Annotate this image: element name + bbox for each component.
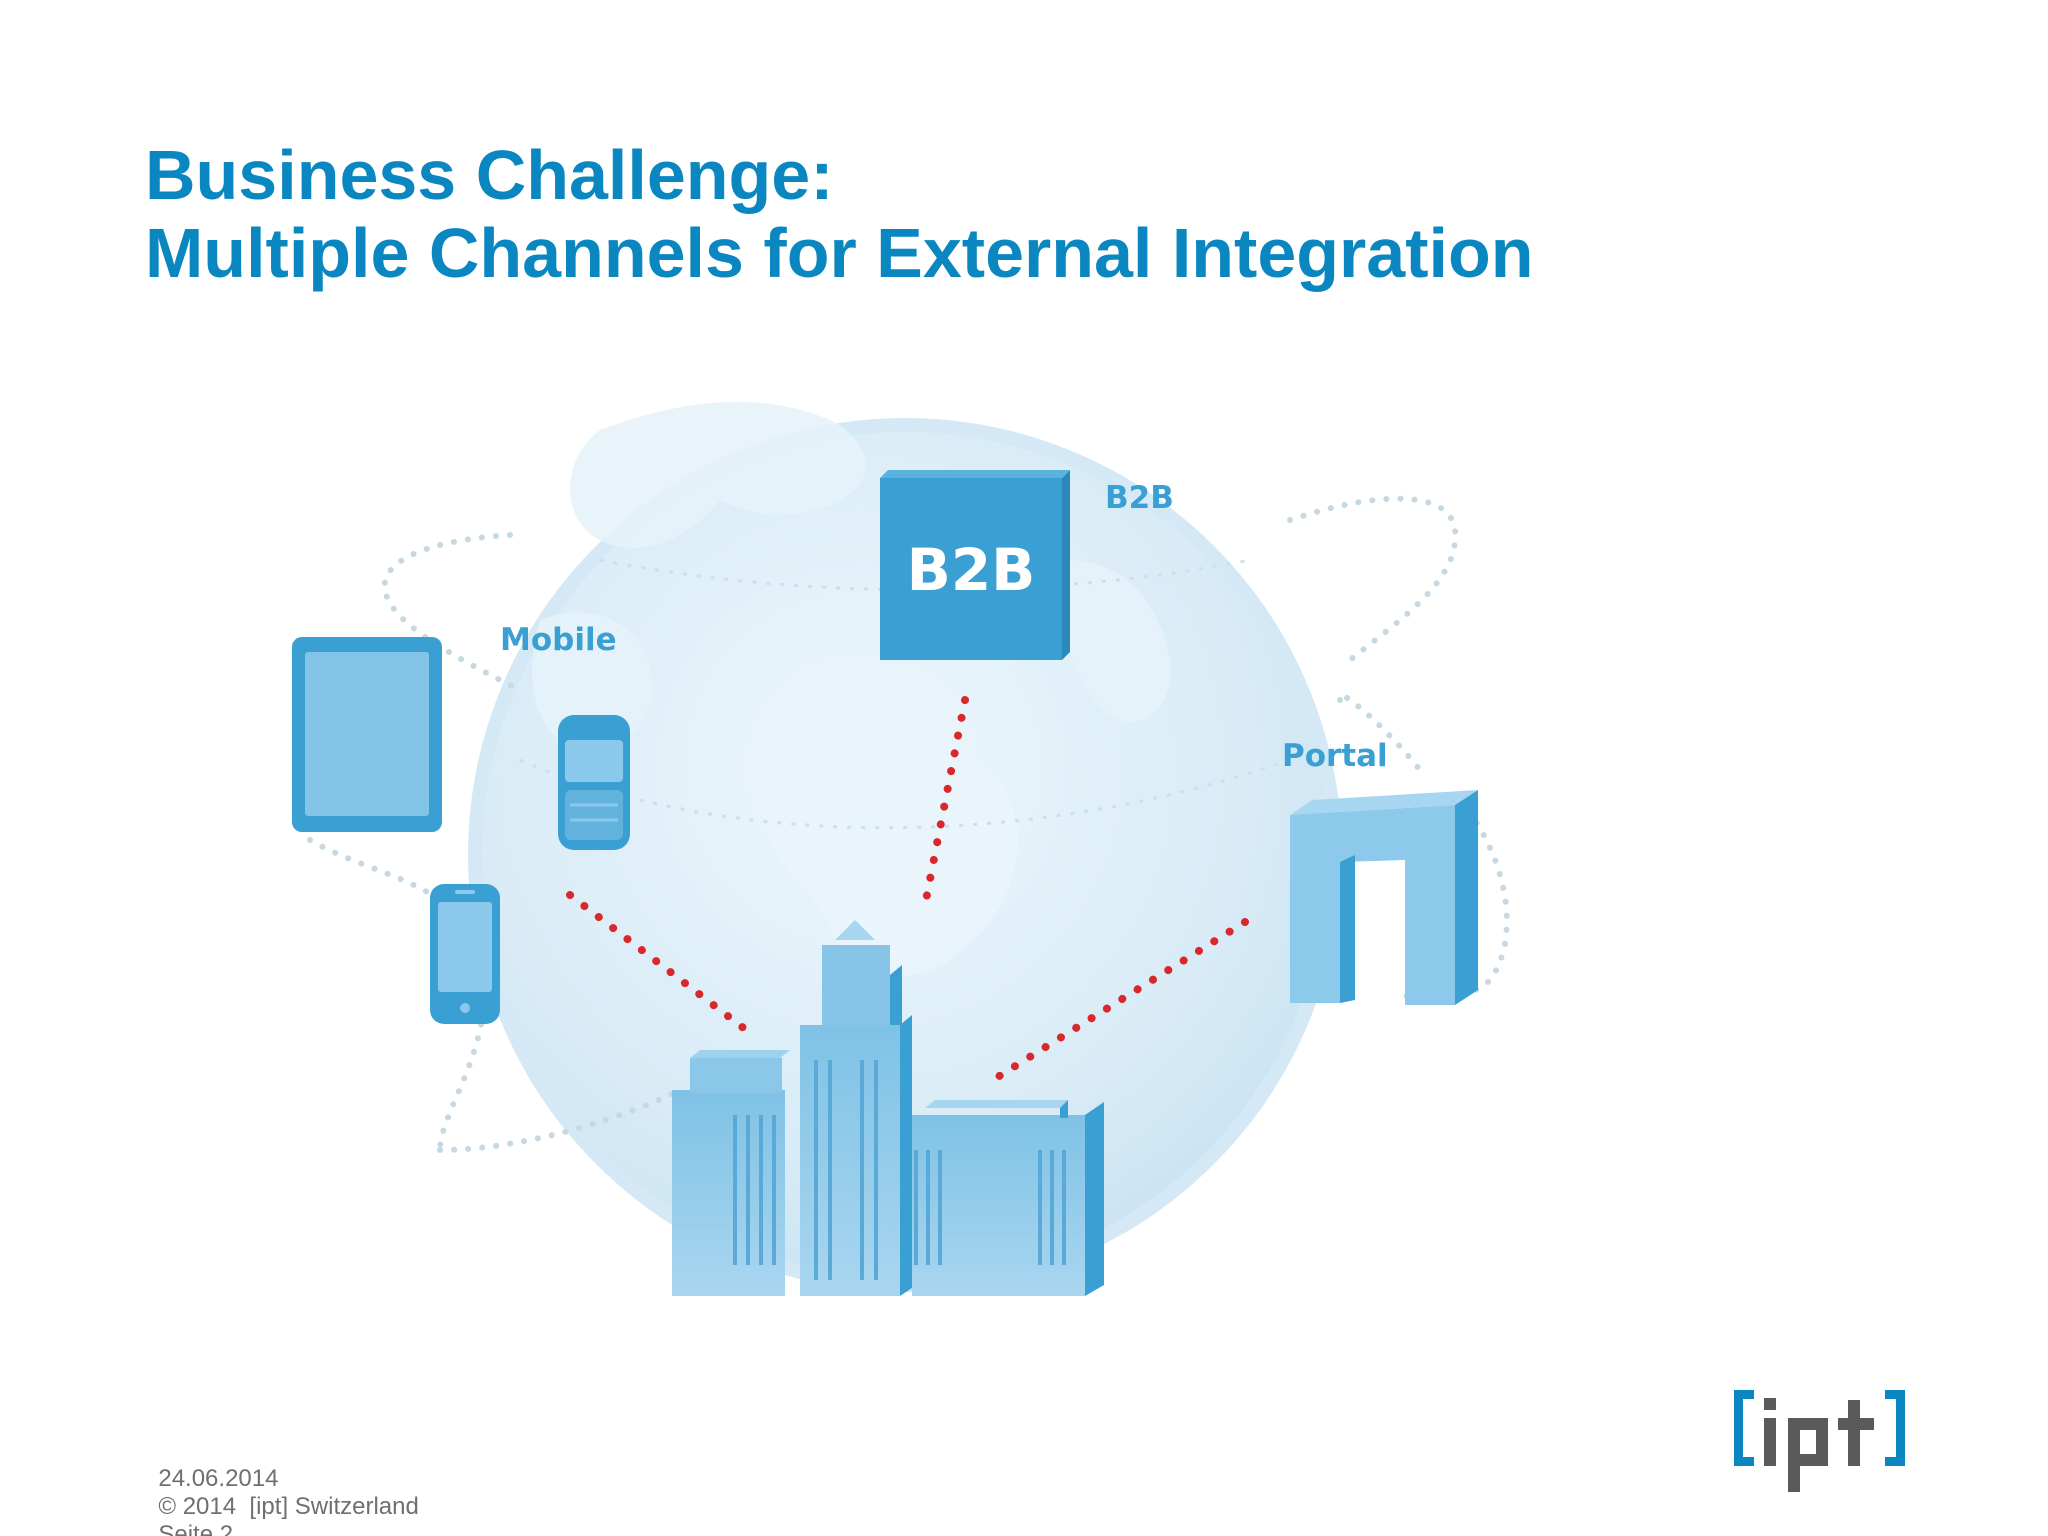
b2b-box-text: B2B (907, 536, 1036, 604)
footer-copyright: © 2014 [ipt] Switzerland (158, 1493, 419, 1520)
footer-page-number: Seite 2 (158, 1521, 234, 1536)
title-line-1: Business Challenge: (145, 136, 834, 214)
footer-date: 24.06.2014 (158, 1465, 279, 1492)
mobile-label: Mobile (500, 622, 617, 658)
b2b-box-icon (880, 470, 1070, 660)
connection-dots (566, 696, 1249, 1089)
b2b-label: B2B (1105, 480, 1174, 516)
tablet-icon (292, 637, 442, 832)
slide-title: Business Challenge: Multiple Channels fo… (145, 136, 1533, 292)
title-line-2: Multiple Channels for External Integrati… (145, 214, 1534, 292)
portal-gate-icon (1290, 790, 1478, 1005)
connector-mobile (566, 891, 754, 1037)
connector-b2b (921, 696, 969, 909)
ipt-logo (1734, 1390, 1905, 1492)
enterprise-buildings-icon (672, 920, 1104, 1296)
footer: 24.06.2014 © 2014 [ipt] Switzerland Seit… (145, 1437, 451, 1536)
smartphone-icon (430, 884, 500, 1024)
feature-phone-icon (558, 715, 630, 850)
portal-label: Portal (1282, 738, 1388, 774)
connector-portal (981, 918, 1249, 1089)
